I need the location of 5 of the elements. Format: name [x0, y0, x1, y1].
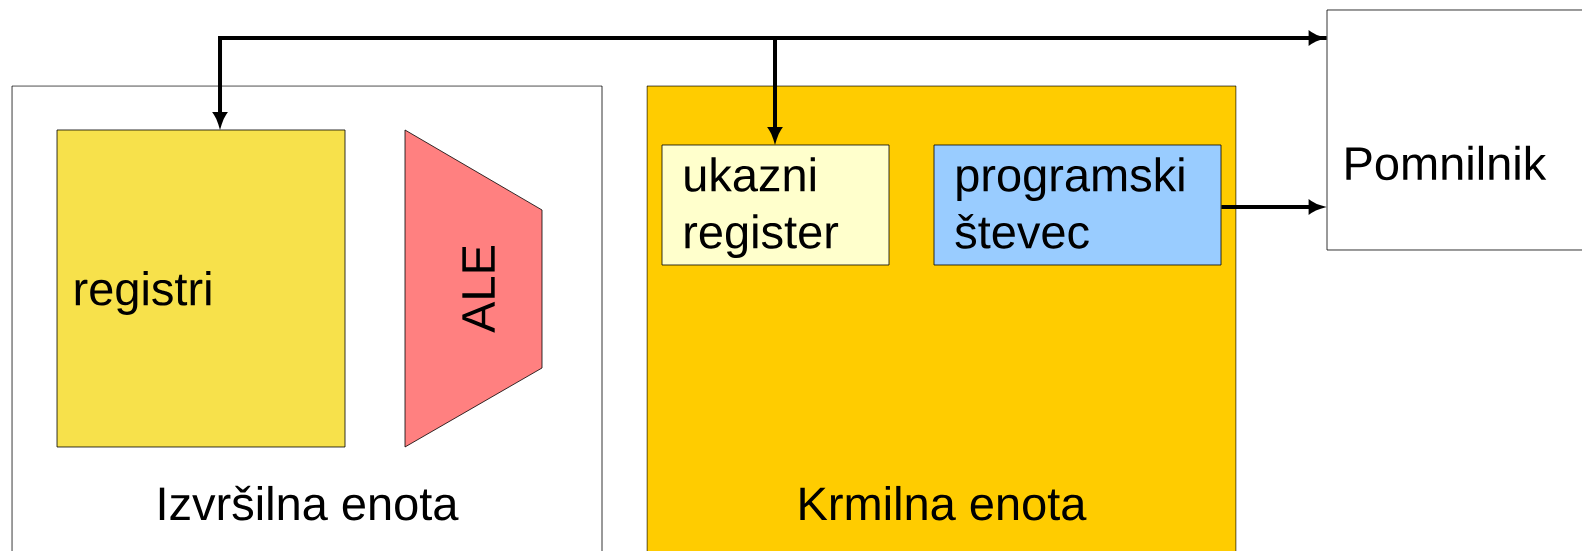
alu-trapezoid: ALE — [404, 129, 543, 448]
register-box: registri — [56, 129, 346, 448]
memory-box: Pomnilnik — [1326, 9, 1582, 251]
register-box: programski števec — [933, 144, 1222, 266]
register-box: ukazni register — [661, 144, 890, 266]
